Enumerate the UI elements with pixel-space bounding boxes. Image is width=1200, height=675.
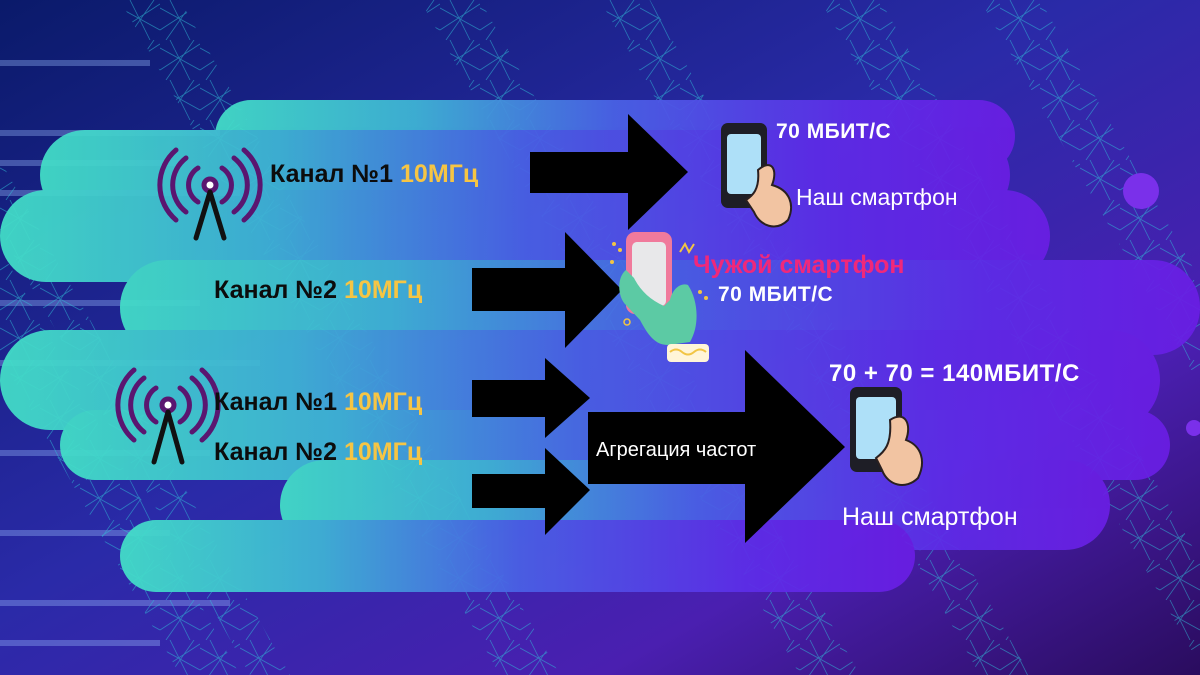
our-phone-label: Наш смартфон xyxy=(796,184,958,210)
channel-name: Канал №2 xyxy=(214,276,338,304)
smartphone-hand-icon xyxy=(850,387,923,486)
arrow-channel-1 xyxy=(530,114,688,230)
top-channel-1-label: Канал №1 10МГц xyxy=(270,162,478,187)
other-phone-label: Чужой смартфон xyxy=(693,251,905,279)
top-channel-2-label: Канал №2 10МГц xyxy=(214,278,422,303)
channel-frequency: 10МГц xyxy=(344,438,423,466)
antenna-tower-icon xyxy=(157,147,263,241)
aggregated-speed: 70 + 70 = 140МБИТ/С xyxy=(829,360,1080,387)
other-phone-speed: 70 МБИТ/С xyxy=(718,283,834,306)
arrow-small-2 xyxy=(472,448,590,535)
channel-name: Канал №1 xyxy=(270,160,394,188)
bottom-our-phone-label: Наш смартфон xyxy=(842,503,1018,531)
channel-frequency: 10МГц xyxy=(344,388,423,416)
arrow-channel-2 xyxy=(472,232,622,348)
channel-frequency: 10МГц xyxy=(400,160,479,188)
decor-dot xyxy=(1186,420,1200,436)
bottom-channel-2-label: Канал №2 10МГц xyxy=(214,440,422,465)
smartphone-hand-icon xyxy=(610,232,709,362)
bottom-channel-1-label: Канал №1 10МГц xyxy=(214,390,422,415)
channel-frequency: 10МГц xyxy=(344,276,423,304)
channel-name: Канал №2 xyxy=(214,438,338,466)
channel-name: Канал №1 xyxy=(214,388,338,416)
arrow-small-1 xyxy=(472,358,590,438)
antenna-tower-icon xyxy=(115,367,221,465)
aggregation-label: Агрегация частот xyxy=(596,439,757,461)
arrow-aggregation xyxy=(588,350,845,543)
smartphone-hand-icon xyxy=(721,123,792,228)
our-phone-speed: 70 МБИТ/С xyxy=(776,120,892,143)
decor-dot xyxy=(1123,173,1159,209)
